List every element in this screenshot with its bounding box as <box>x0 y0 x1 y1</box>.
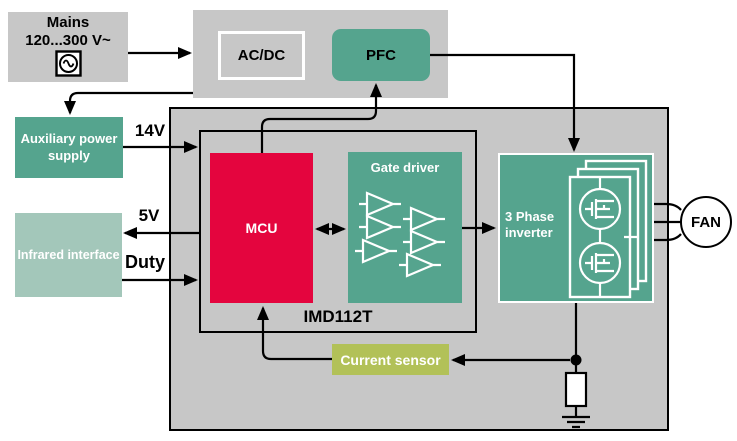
signal-label-5v: 5V <box>138 206 160 225</box>
mains-voltage-range: 120...300 V~ <box>25 32 111 49</box>
mosfet-icon <box>578 241 622 285</box>
signal-label-14v: 14V <box>134 121 166 140</box>
imd112t-label: IMD112T <box>303 307 373 326</box>
current-sensor-label: Current sensor <box>340 351 441 368</box>
pfc-label: PFC <box>366 46 396 64</box>
ac-source-icon <box>54 50 82 82</box>
mosfet-icon <box>578 187 622 231</box>
mcu-block: MCU <box>210 153 313 303</box>
three-phase-inverter-block: 3 Phase inverter <box>498 153 654 303</box>
gate-driver-block: Gate driver <box>348 152 462 303</box>
pfc-block: PFC <box>332 29 430 81</box>
buffer-triangles-icon <box>355 191 445 278</box>
fan-block: FAN <box>680 196 732 248</box>
infrared-interface-label: Infrared interface <box>17 248 120 262</box>
three-phase-inverter-label: 3 Phase inverter <box>505 209 555 241</box>
auxiliary-power-supply-block: Auxiliary power supply <box>15 117 123 178</box>
current-sensor-block: Current sensor <box>332 344 449 375</box>
inverter-mosfet-stack-icon <box>568 159 648 299</box>
mcu-label: MCU <box>245 220 278 236</box>
signal-label-duty: Duty <box>125 252 165 272</box>
mains-block: Mains 120...300 V~ <box>8 12 128 82</box>
fan-label: FAN <box>691 213 721 231</box>
acdc-block: AC/DC <box>218 31 305 80</box>
auxiliary-power-supply-label: Auxiliary power supply <box>20 131 118 163</box>
mains-title: Mains <box>46 14 90 31</box>
infrared-interface-block: Infrared interface <box>15 213 122 297</box>
gate-driver-label: Gate driver <box>370 160 440 175</box>
acdc-label: AC/DC <box>237 47 286 64</box>
